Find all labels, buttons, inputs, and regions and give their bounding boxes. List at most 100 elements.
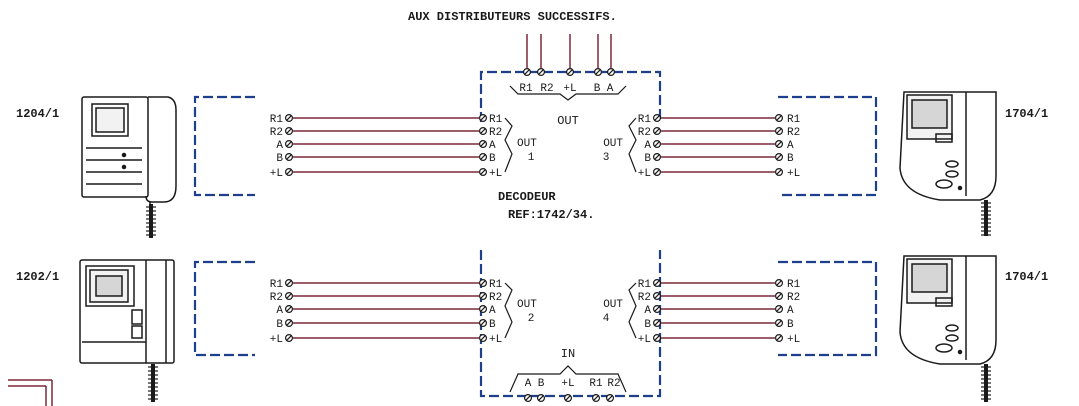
terminal-decoder-left-top-0 [479,113,488,122]
terminal-slash [776,293,782,299]
intercom-1204-icon [81,96,177,208]
terminal-top-bus-1 [536,67,545,76]
terminal-label-left-bottom-3: B [276,319,283,331]
terminal-left-top-1 [285,126,294,135]
devices [79,91,997,402]
terminal-label-decoder-right-bottom-0: R1 [638,279,652,291]
terminal-slash [286,335,292,341]
terminal-label-decoder-right-bottom-1: R2 [638,292,651,304]
terminal-left-bottom-2 [285,305,294,314]
intercom-1202-icon [79,259,175,364]
terminal-decoder-left-bottom-2 [479,305,488,314]
terminal-label-top-bus-0: R1 [519,83,533,95]
terminal-slash [654,306,660,312]
terminal-label-right-bottom-0: R1 [787,279,801,291]
port-out2-label: OUT [517,299,537,311]
terminal-label-decoder-left-top-4: +L [489,168,502,180]
terminal-slash [776,320,782,326]
terminal-decoder-left-top-3 [479,153,488,162]
terminal-slash [607,395,613,401]
terminal-right-bottom-0 [774,279,783,288]
device-label-bottom-right: 1704/1 [1005,270,1049,284]
decoder-frame-bottom [479,250,662,398]
terminal-slash [538,395,544,401]
terminal-slash [567,69,573,75]
terminal-slash [480,320,486,326]
intercom-1704-bottom-icon [899,255,997,365]
cable-bottom-left-icon [148,364,158,402]
port-out1-label: OUT [517,138,537,150]
bracket-out4 [628,282,637,339]
terminal-slash [286,115,292,121]
terminal-label-left-top-1: R2 [270,127,283,139]
terminal-right-top-1 [774,126,783,135]
terminal-left-bottom-4 [285,334,294,343]
intercom-1704-top-icon [899,91,997,201]
terminal-bottom-bus-0 [523,394,532,403]
port-out3-label: OUT [603,138,623,150]
terminal-slash [776,335,782,341]
terminal-slash [480,293,486,299]
terminal-slash [776,141,782,147]
terminal-right-top-2 [774,140,783,149]
bracket-out3 [628,117,637,173]
terminal-slash [776,280,782,286]
terminal-slash [538,69,544,75]
terminal-label-decoder-left-top-0: R1 [489,114,503,126]
terminal-slash [776,169,782,175]
terminal-label-right-top-1: R2 [787,127,800,139]
terminal-slash [480,115,486,121]
terminal-slash [286,320,292,326]
terminal-label-left-bottom-1: R2 [270,292,283,304]
dashed-boxes [193,70,878,398]
terminal-right-bottom-1 [774,292,783,301]
terminal-slash [608,69,614,75]
terminal-decoder-left-bottom-3 [479,319,488,328]
terminal-label-decoder-right-top-4: +L [638,168,651,180]
port-out2-number: 2 [528,313,535,325]
device-label-top-right: 1704/1 [1005,107,1049,121]
terminal-right-top-4 [774,168,783,177]
bracket-out2 [504,282,513,339]
terminal-label-right-top-4: +L [787,168,800,180]
terminal-label-left-bottom-4: +L [270,334,283,346]
terminal-right-top-0 [774,113,783,122]
terminal-top-bus-0 [522,67,531,76]
terminal-slash [776,128,782,134]
terminal-slash [525,395,531,401]
terminal-slash [286,169,292,175]
terminal-slash [654,169,660,175]
terminal-right-bottom-4 [774,334,783,343]
terminal-left-bottom-3 [285,319,294,328]
decoder-ref: REF:1742/34. [508,208,595,222]
decoder-name: DECODEUR [498,190,556,204]
terminal-bottom-bus-1 [536,394,545,403]
terminal-label-bottom-bus-4: R2 [607,378,620,390]
cable-bottom-right-icon [981,364,991,402]
terminal-slash [654,128,660,134]
terminal-slash [286,306,292,312]
terminal-slash [654,280,660,286]
port-top-label: OUT [557,114,579,128]
terminal-decoder-right-top-0 [652,113,661,122]
port-out3-number: 3 [603,152,610,164]
box-right-bottom [778,260,878,357]
terminal-slash [654,293,660,299]
terminal-slash [480,141,486,147]
terminal-bottom-bus-3 [591,394,600,403]
port-out1-number: 1 [528,152,535,164]
terminal-label-decoder-left-bottom-1: R2 [489,292,502,304]
terminal-left-top-3 [285,153,294,162]
terminal-label-left-top-2: A [276,140,283,152]
terminal-right-bottom-2 [774,305,783,314]
terminal-left-bottom-1 [285,292,294,301]
terminal-decoder-left-bottom-1 [479,292,488,301]
terminal-top-bus-2 [565,67,574,76]
terminal-label-decoder-left-top-2: A [489,140,496,152]
terminal-slash [654,154,660,160]
terminal-slash [480,154,486,160]
terminal-right-top-3 [774,153,783,162]
terminal-decoder-right-top-3 [652,153,661,162]
